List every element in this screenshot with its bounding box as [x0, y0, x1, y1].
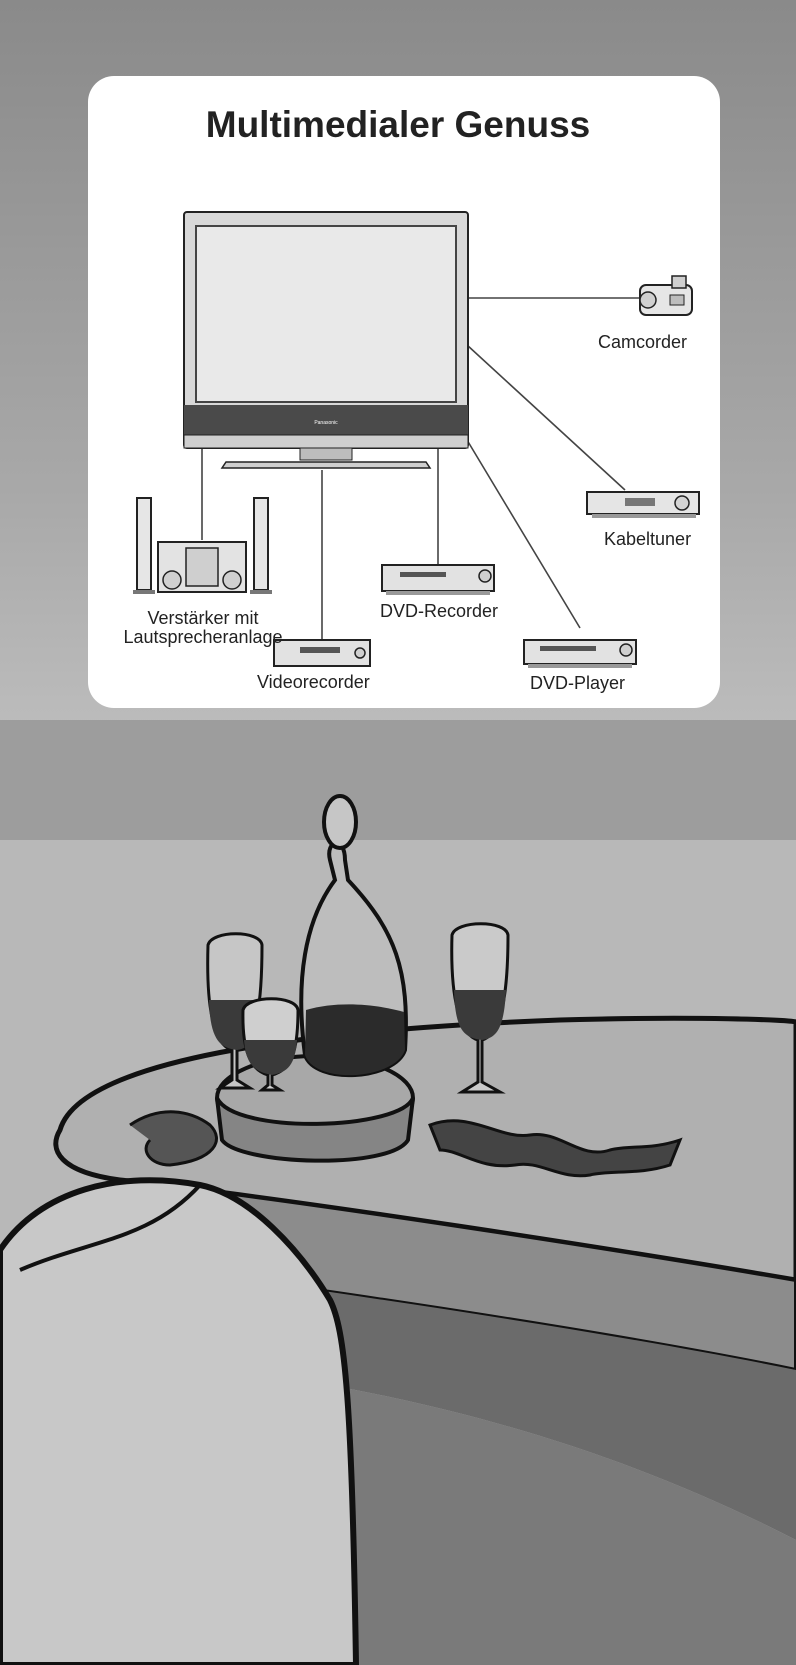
camcorder-icon	[639, 275, 693, 316]
diagram-title: Multimedialer Genuss	[205, 104, 591, 145]
line-kabeltuner	[466, 344, 626, 491]
armchair-seam	[19, 1183, 202, 1272]
dvd-recorder-label: DVD-Recorder	[380, 601, 499, 621]
amplifier-label-line2: Lautsprecheranlage	[123, 627, 283, 647]
bottle-liquid	[305, 1004, 405, 1076]
ribbon-right	[428, 1119, 683, 1178]
ribbon-left	[129, 1110, 218, 1167]
amplifier-icon	[133, 497, 272, 594]
table-body-lower	[300, 1380, 796, 1665]
tv-brand-label: Panasonic	[314, 420, 338, 426]
dvd-player-label: DVD-Player	[530, 673, 626, 693]
glass-middle-wine	[244, 1040, 297, 1075]
amplifier-label-line1: Verstärker mit	[147, 608, 259, 628]
line-dvd-player	[466, 439, 581, 629]
kabeltuner-label: Kabeltuner	[604, 529, 692, 549]
cake-box-side	[215, 1096, 415, 1163]
dvd-player-icon	[523, 639, 637, 668]
dvd-recorder-icon	[381, 564, 495, 595]
camcorder-label: Camcorder	[598, 332, 688, 352]
videorecorder-label: Videorecorder	[257, 672, 370, 692]
bottle-stopper	[322, 794, 358, 850]
glass-right-wine	[454, 990, 506, 1040]
armchair	[0, 1177, 360, 1665]
tv-icon	[183, 211, 469, 469]
wall-band	[0, 720, 796, 840]
videorecorder-icon	[273, 639, 371, 667]
kabeltuner-icon	[586, 491, 700, 518]
